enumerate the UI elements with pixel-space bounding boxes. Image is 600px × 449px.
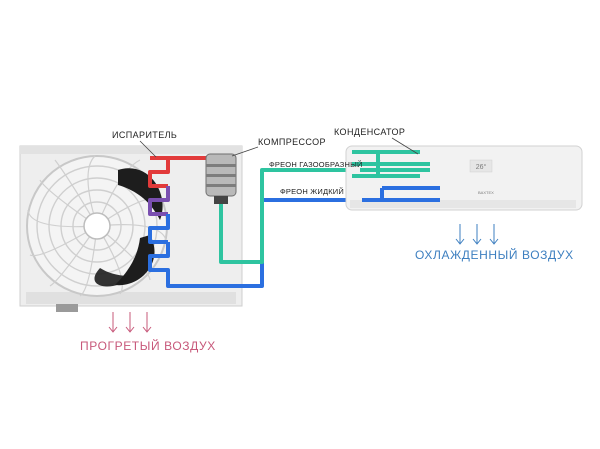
label-cool-air: ОХЛАЖДЕННЫЙ ВОЗДУХ <box>415 247 574 262</box>
brand-logo-text: BAXTEX <box>478 190 494 195</box>
leader-evaporator <box>139 140 157 158</box>
label-evaporator: ИСПАРИТЕЛЬ <box>112 130 177 140</box>
gas-freon-line <box>219 168 360 264</box>
label-freon-liquid: ФРЕОН ЖИДКИЙ <box>280 187 344 196</box>
leader-condenser <box>391 137 419 155</box>
labels: ИСПАРИТЕЛЬ КОМПРЕССОР КОНДЕНСАТОР ФРЕОН … <box>112 127 419 196</box>
compressor <box>205 153 237 204</box>
label-freon-gas: ФРЕОН ГАЗООБРАЗНЫЙ <box>269 160 363 169</box>
indoor-display-value: 26° <box>476 163 487 171</box>
indoor-coil-pipes <box>352 150 440 202</box>
outdoor-unit-foot <box>56 304 78 312</box>
cool-air-arrows <box>455 224 499 245</box>
leader-compressor <box>231 146 259 157</box>
label-condenser: КОНДЕНСАТОР <box>334 127 405 137</box>
warm-air-arrows <box>108 312 152 333</box>
label-compressor: КОМПРЕССОР <box>258 137 326 147</box>
label-warm-air: ПРОГРЕТЫЙ ВОЗДУХ <box>80 338 216 353</box>
indoor-display <box>469 159 493 173</box>
